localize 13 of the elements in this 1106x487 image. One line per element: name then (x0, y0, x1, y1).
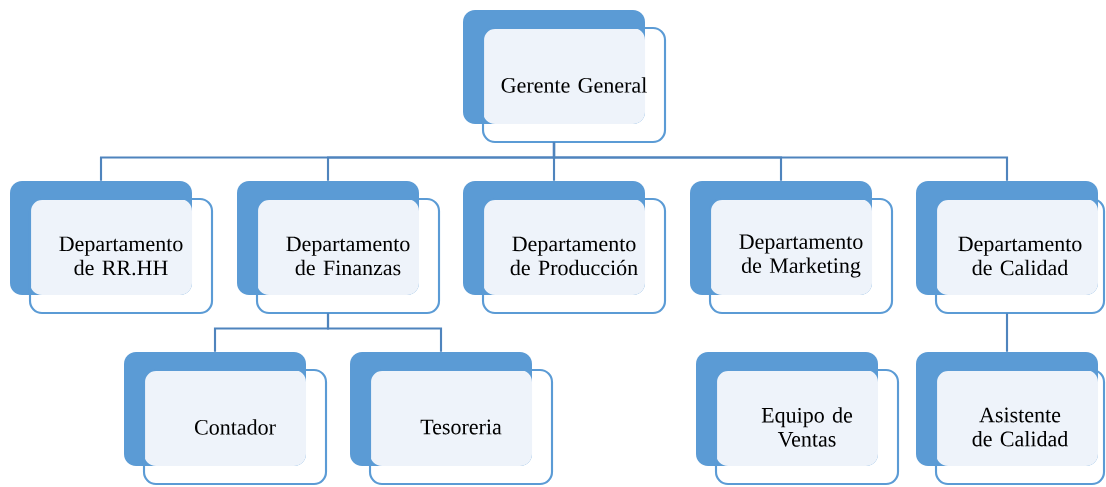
org-box: Departamento de Calidad (916, 181, 1106, 315)
org-box: Departamento de Producción (463, 181, 667, 315)
connector-line (326, 313, 443, 352)
connector-line (552, 142, 1009, 181)
connector-line (1005, 313, 1009, 352)
org-box: Gerente General (463, 10, 667, 144)
org-box: Asistente de Calidad (916, 352, 1106, 486)
org-box: Departamento de RR.HH (10, 181, 214, 315)
org-box: Contador (124, 352, 328, 486)
org-box: Departamento de Marketing (690, 181, 894, 315)
org-box: Departamento de Finanzas (237, 181, 441, 315)
org-box: Equipo de Ventas (696, 352, 900, 486)
org-box: Tesoreria (350, 352, 554, 486)
